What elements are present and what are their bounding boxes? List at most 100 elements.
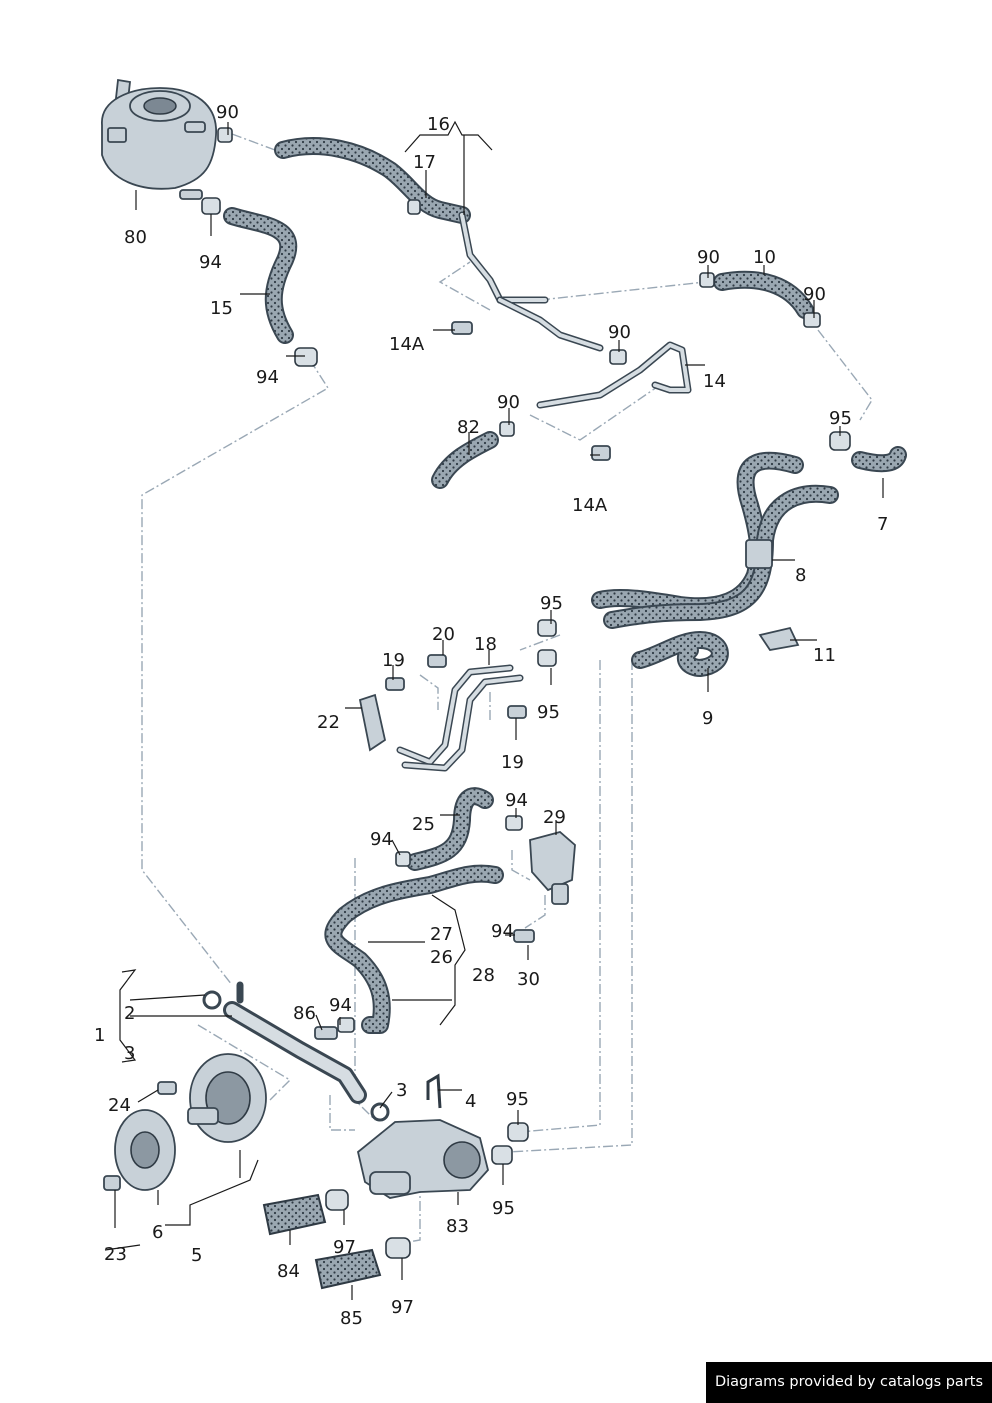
clamp-90-e[interactable] (499, 421, 515, 437)
hose-82-part[interactable] (431, 431, 499, 489)
label-83[interactable]: 83 (446, 1216, 469, 1237)
label-3[interactable]: 3 (124, 1043, 135, 1064)
label-26[interactable]: 26 (430, 947, 453, 968)
bolt-14a-a[interactable] (451, 321, 473, 335)
pipe-18-part[interactable] (396, 664, 524, 772)
label-90[interactable]: 90 (697, 247, 720, 268)
hose-15-part[interactable] (223, 207, 298, 344)
hose-25-part[interactable] (406, 787, 494, 871)
pipe-2-part[interactable] (202, 981, 367, 1104)
label-19[interactable]: 19 (382, 650, 405, 671)
elbow-7-part[interactable] (851, 446, 907, 473)
hose-85-part[interactable] (314, 1248, 382, 1290)
label-94[interactable]: 94 (491, 921, 514, 942)
label-80[interactable]: 80 (124, 227, 147, 248)
bolt-86[interactable] (314, 1026, 338, 1040)
clamp-94-c[interactable] (505, 815, 523, 831)
expansion-tank-part[interactable] (101, 78, 217, 200)
clamp-90-c[interactable] (803, 312, 821, 328)
hose-10-part[interactable] (713, 270, 814, 319)
label-10[interactable]: 10 (753, 247, 776, 268)
clamp-94-a[interactable] (201, 197, 221, 215)
label-95[interactable]: 95 (506, 1089, 529, 1110)
bolt-19-a[interactable] (385, 677, 405, 691)
clamp-97-a[interactable] (325, 1189, 349, 1211)
label-90[interactable]: 90 (497, 392, 520, 413)
ring-3[interactable] (370, 1102, 390, 1122)
label-4[interactable]: 4 (465, 1091, 476, 1112)
label-29[interactable]: 29 (543, 807, 566, 828)
pipe-14-part[interactable] (458, 211, 692, 409)
label-5[interactable]: 5 (191, 1245, 202, 1266)
bolt-24[interactable] (157, 1081, 177, 1095)
clamp-90-a[interactable] (217, 127, 233, 143)
label-95[interactable]: 95 (492, 1198, 515, 1219)
housing-83-part[interactable] (356, 1119, 489, 1199)
label-18[interactable]: 18 (474, 634, 497, 655)
label-95[interactable]: 95 (829, 408, 852, 429)
label-11[interactable]: 11 (813, 645, 836, 666)
label-85[interactable]: 85 (340, 1308, 363, 1329)
water-pump-5-part[interactable] (187, 1053, 267, 1143)
label-3[interactable]: 3 (396, 1080, 407, 1101)
label-94[interactable]: 94 (505, 790, 528, 811)
clamp-97-b[interactable] (385, 1237, 411, 1259)
label-15[interactable]: 15 (210, 298, 233, 319)
label-23[interactable]: 23 (104, 1244, 127, 1265)
gasket-22[interactable] (358, 693, 387, 752)
clamp-95-b[interactable] (537, 619, 557, 637)
label-8[interactable]: 8 (795, 565, 806, 586)
label-94[interactable]: 94 (256, 367, 279, 388)
label-17[interactable]: 17 (413, 152, 436, 173)
clamp-94-b[interactable] (294, 347, 318, 367)
bolt-20[interactable] (427, 654, 447, 668)
label-25[interactable]: 25 (412, 814, 435, 835)
label-86[interactable]: 86 (293, 1003, 316, 1024)
label-27[interactable]: 27 (430, 924, 453, 945)
label-14a[interactable]: 14A (389, 334, 425, 355)
label-94[interactable]: 94 (370, 829, 393, 850)
clamp-90-d[interactable] (609, 349, 627, 365)
label-22[interactable]: 22 (317, 712, 340, 733)
bolt-30[interactable] (513, 929, 535, 943)
label-94[interactable]: 94 (329, 995, 352, 1016)
hose-16-part[interactable] (274, 137, 471, 224)
label-20[interactable]: 20 (432, 624, 455, 645)
label-82[interactable]: 82 (457, 417, 480, 438)
label-95[interactable]: 95 (537, 702, 560, 723)
bolt-19-b[interactable] (507, 705, 527, 719)
clamp-90-b[interactable] (699, 272, 715, 288)
hose-8-part[interactable] (591, 451, 839, 629)
clamp-95-e[interactable] (491, 1145, 513, 1165)
hose-28-part[interactable] (324, 864, 504, 1034)
clamp-95-c[interactable] (537, 649, 557, 667)
label-14a[interactable]: 14A (572, 495, 608, 516)
label-16[interactable]: 16 (427, 114, 450, 135)
clamp-94-d-small[interactable] (395, 851, 411, 867)
clamp-94-e[interactable] (337, 1017, 355, 1033)
label-14[interactable]: 14 (703, 371, 726, 392)
footer-credit[interactable]: Diagrams provided by catalogs parts (706, 1362, 992, 1403)
bolt-23[interactable] (103, 1175, 121, 1191)
hose-84-part[interactable] (262, 1193, 327, 1236)
label-2[interactable]: 2 (124, 1003, 135, 1024)
valve-29-part[interactable] (529, 831, 576, 905)
bolt-14a-b[interactable] (591, 445, 611, 461)
label-1[interactable]: 1 (94, 1025, 105, 1046)
label-19[interactable]: 19 (501, 752, 524, 773)
bracket-11-part[interactable] (758, 626, 800, 651)
label-28[interactable]: 28 (472, 965, 495, 986)
label-90[interactable]: 90 (608, 322, 631, 343)
label-24[interactable]: 24 (108, 1095, 131, 1116)
label-94[interactable]: 94 (199, 252, 222, 273)
hose-9-part[interactable] (631, 631, 729, 677)
clamp-95-d[interactable] (507, 1122, 529, 1142)
label-7[interactable]: 7 (877, 514, 888, 535)
label-6[interactable]: 6 (152, 1222, 163, 1243)
label-95[interactable]: 95 (540, 593, 563, 614)
label-90[interactable]: 90 (803, 284, 826, 305)
label-9[interactable]: 9 (702, 708, 713, 729)
pulley-6-part[interactable] (114, 1109, 176, 1191)
label-30[interactable]: 30 (517, 969, 540, 990)
label-97[interactable]: 97 (333, 1237, 356, 1258)
